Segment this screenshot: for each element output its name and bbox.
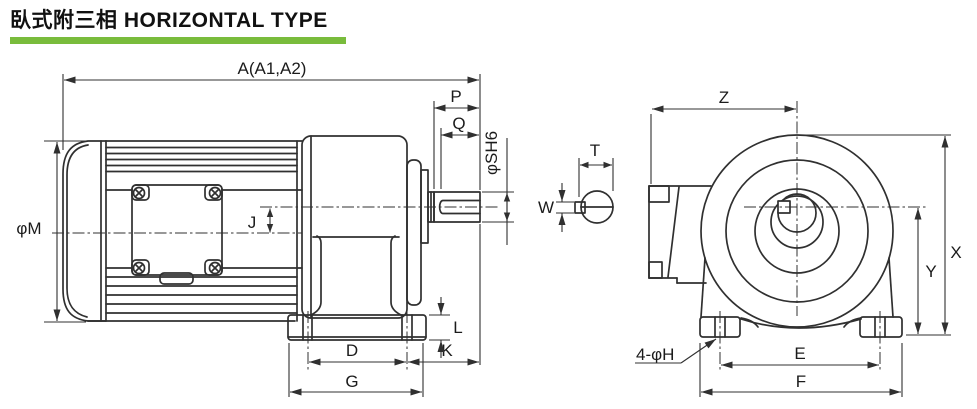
dim-label-f: F bbox=[796, 372, 806, 391]
gearbox-housing bbox=[301, 135, 408, 319]
dim-label-foot-holes: 4-φH bbox=[636, 345, 674, 364]
side-dimensions: A(A1,A2) P Q φSH6 φM J D bbox=[16, 59, 514, 397]
dim-label-axis-offset: J bbox=[248, 213, 257, 232]
dim-label-z: Z bbox=[719, 88, 729, 107]
dim-label-t: T bbox=[590, 141, 600, 160]
plate-screws bbox=[132, 186, 222, 275]
centerlines-front bbox=[719, 101, 926, 372]
dim-label-q: Q bbox=[452, 114, 465, 133]
dim-label-y: Y bbox=[925, 262, 936, 281]
mounting-feet bbox=[699, 316, 903, 338]
dim-label-g: G bbox=[345, 372, 358, 391]
dim-label-d: D bbox=[346, 341, 358, 360]
dim-label-motor-diameter: φM bbox=[16, 219, 41, 238]
title-zh: 臥式附三相 bbox=[10, 9, 118, 32]
dim-label-shaft-diameter: φSH6 bbox=[482, 131, 501, 175]
front-dimensions: Z X Y E F 4-φH bbox=[635, 88, 962, 397]
dim-label-e: E bbox=[794, 344, 805, 363]
motor-silhouette bbox=[648, 185, 712, 284]
title-block: 臥式附三相 HORIZONTAL TYPE bbox=[10, 4, 346, 44]
centerlines-side bbox=[52, 206, 498, 371]
screw-icon bbox=[208, 186, 222, 200]
screw-icon bbox=[132, 261, 146, 275]
key-cross-section-view: T W bbox=[538, 141, 614, 232]
dim-label-w: W bbox=[538, 198, 554, 217]
title-underline bbox=[10, 37, 346, 44]
motor-body bbox=[87, 140, 303, 322]
dim-label-k: K bbox=[441, 341, 453, 360]
dim-label-p: P bbox=[450, 87, 461, 106]
side-view: A(A1,A2) P Q φSH6 φM J D bbox=[16, 59, 514, 397]
mounting-base-side bbox=[287, 314, 427, 341]
key-dimensions: T W bbox=[538, 141, 614, 232]
page-title: 臥式附三相 HORIZONTAL TYPE bbox=[10, 4, 346, 34]
motor-end-cap bbox=[62, 140, 107, 322]
output-shaft bbox=[406, 159, 481, 306]
dim-label-l: L bbox=[453, 318, 462, 337]
front-view: Z X Y E F 4-φH bbox=[635, 88, 962, 397]
shaft-section bbox=[574, 190, 614, 224]
dim-label-overall-length: A(A1,A2) bbox=[238, 59, 307, 78]
terminal-box-plate bbox=[131, 184, 223, 285]
screw-icon bbox=[208, 261, 222, 275]
dim-label-x: X bbox=[950, 243, 961, 262]
screw-icon bbox=[132, 186, 146, 200]
title-en: HORIZONTAL TYPE bbox=[123, 9, 328, 32]
